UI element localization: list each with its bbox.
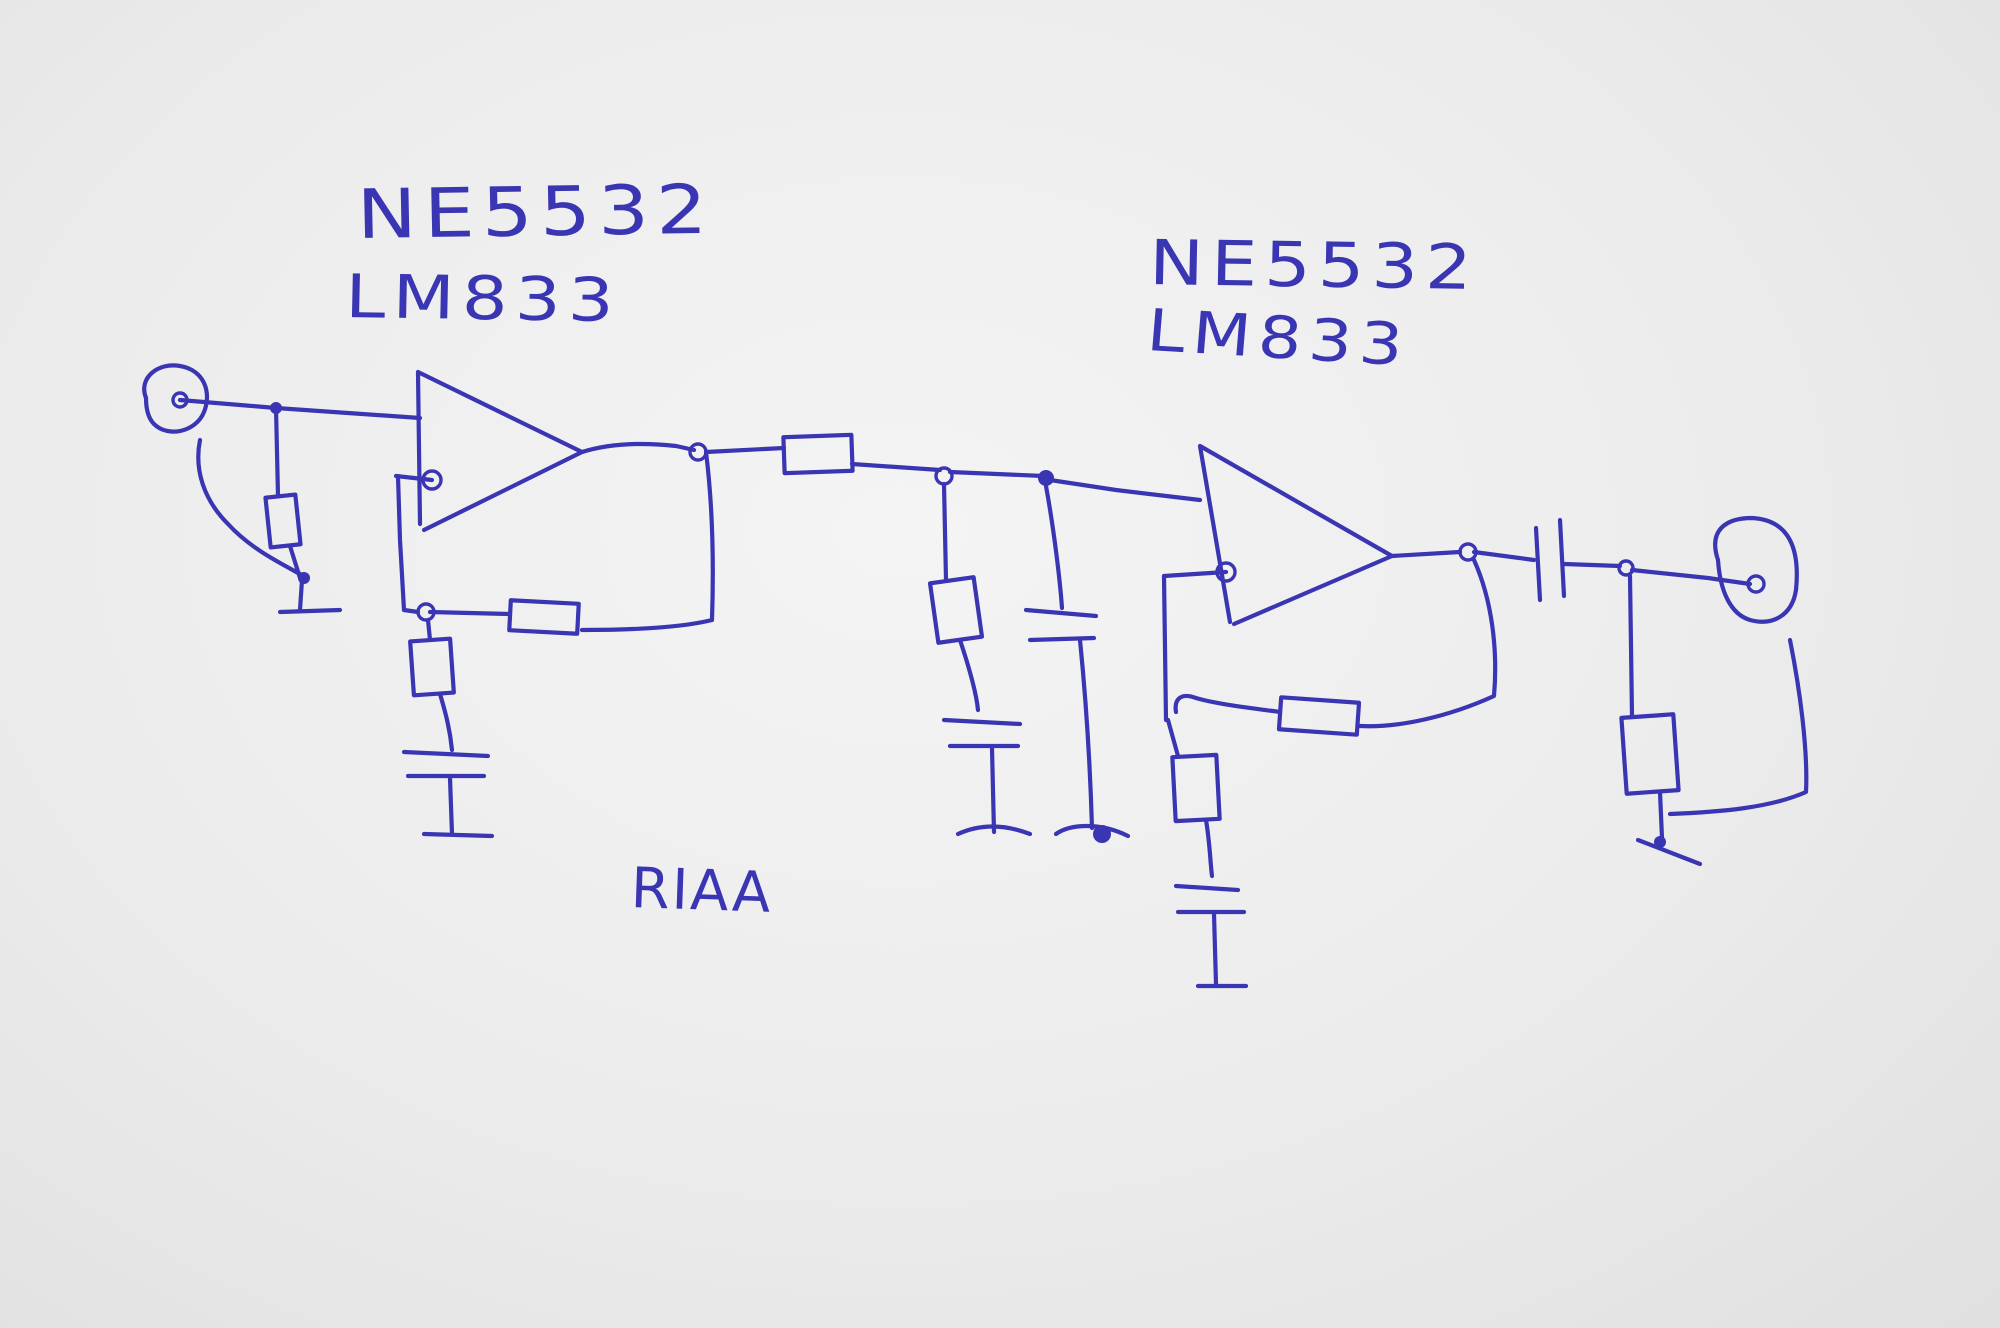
- riaa-shunt-capacitor: [947, 469, 1131, 843]
- opamp-2-feedback: [1173, 557, 1498, 737]
- output-coupling-capacitor: [1471, 517, 1623, 603]
- opamp-2-output-wire: [1389, 549, 1463, 559]
- opamp-1-alt-part-label: LM833: [344, 262, 622, 336]
- opamp-1-output-node: [688, 442, 708, 462]
- opamp-1-triangle: [415, 369, 585, 533]
- riaa-rc-branch: [927, 466, 1033, 837]
- input-shunt-resistor: [263, 402, 343, 615]
- opamp-1-output-wire: [579, 441, 697, 455]
- output-connector: [1667, 515, 1809, 817]
- opamp-2-triangle: [1197, 443, 1395, 627]
- riaa-to-opamp-2-wire: [1047, 477, 1203, 503]
- opamp-2-part-label: NE5532: [1148, 226, 1480, 304]
- opamp-1-part-label: NE5532: [356, 170, 715, 255]
- input-ground-return: [196, 437, 303, 577]
- riaa-series-resistor: [703, 432, 943, 476]
- output-node: [1617, 559, 1753, 587]
- opamp-2-inverting-node: [1161, 561, 1237, 723]
- opamp-1-feedback: [401, 449, 715, 636]
- output-shunt-resistor: [1619, 573, 1703, 867]
- riaa-network-label: RIAA: [629, 856, 774, 926]
- opamp-1-gain-network: [401, 617, 495, 839]
- opamp-2-gain-network: [1165, 717, 1249, 989]
- input-wire: [177, 397, 423, 421]
- opamp-1-inverting-node: [393, 469, 443, 613]
- input-connector: [142, 363, 210, 434]
